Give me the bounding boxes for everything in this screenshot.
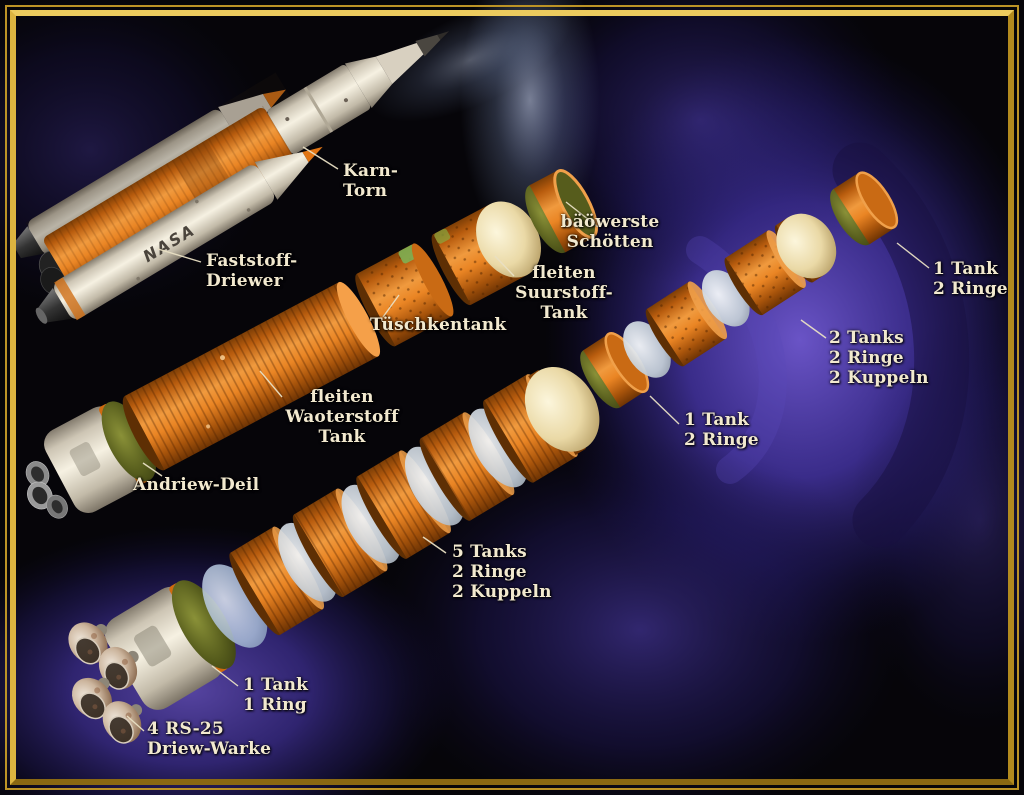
- intertank: [355, 243, 454, 347]
- label-andriew-deil: Andriew-Deil: [133, 475, 260, 495]
- label-5tanks-2ringe-2kuppeln: 5 Tanks 2 Ringe 2 Kuppeln: [452, 542, 552, 603]
- hydrogen-tank-exploded-row: [104, 366, 600, 710]
- dome-piece: [404, 446, 464, 526]
- label-baeoewerste-schoetten: bäöwerste Schötten: [560, 212, 660, 253]
- dome-piece: [341, 484, 401, 564]
- dome-piece: [468, 408, 528, 488]
- hydrogen-tank: [122, 281, 381, 471]
- oxygen-tank: [431, 201, 542, 306]
- label-karn-torn: Karn- Torn: [343, 161, 399, 202]
- engine-section: [25, 401, 157, 519]
- booster-near: NASA: [35, 146, 323, 324]
- label-fleiten-waoterstoff-tank: fleiten Waoterstoff Tank: [285, 387, 399, 448]
- label-1tank-1ring: 1 Tank 1 Ring: [243, 675, 309, 716]
- barrel-piece: [645, 281, 728, 367]
- label-tueschkentank: Tüschkentank: [370, 315, 507, 335]
- leader-lines: [126, 146, 930, 732]
- assembled-rocket: NASA: [12, 31, 450, 324]
- label-1tank-2ringe-mid: 1 Tank 2 Ringe: [684, 410, 759, 451]
- ring-piece: [830, 171, 899, 246]
- dome-piece: [278, 522, 338, 602]
- label-2tanks-2ringe-2kuppeln: 2 Tanks 2 Ringe 2 Kuppeln: [829, 328, 929, 389]
- cream-dome-piece: [774, 213, 837, 283]
- label-fleiten-suurstoff-tank: fleiten Suurstoff- Tank: [515, 263, 613, 324]
- label-4rs25-driew-warke: 4 RS-25 Driew-Warke: [147, 719, 272, 760]
- oxygen-tank-exploded-row: [580, 171, 899, 409]
- cream-dome-piece: [524, 366, 600, 455]
- label-faststoff-driewer: Faststoff- Driewer: [206, 251, 298, 292]
- label-1tank-2ringe-top: 1 Tank 2 Ringe: [933, 259, 1008, 300]
- core-stage-exploded-row: [25, 169, 598, 519]
- core-stage: [38, 31, 450, 295]
- ring-piece: [580, 332, 650, 409]
- forward-ring: [525, 169, 598, 254]
